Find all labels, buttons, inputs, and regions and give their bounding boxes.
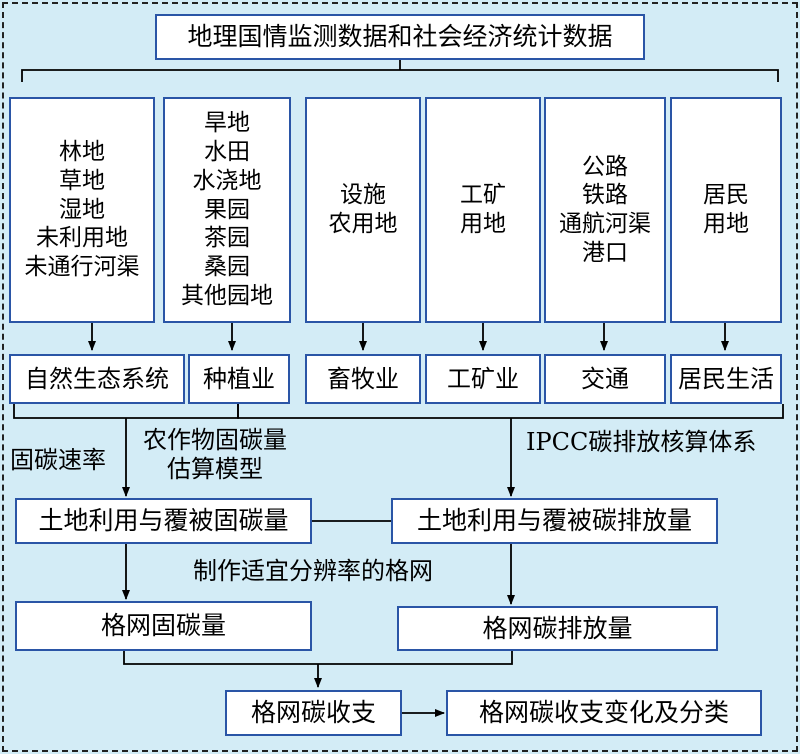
transport-land-box: 公路 铁路 通航河渠 港口 (544, 97, 666, 323)
transport-line: 铁路 (582, 182, 628, 209)
grid-budget-box: 格网碳收支 (225, 690, 402, 736)
land-sequestration-box: 土地利用与覆被固碳量 (15, 498, 312, 544)
crop-line: 果园 (204, 196, 250, 223)
forest-line: 未通行河渠 (24, 254, 140, 281)
top-brace (21, 60, 779, 82)
crop-model-line: 农作物固碳量 (143, 426, 287, 454)
forest-line: 草地 (59, 167, 105, 194)
bottom-brace (123, 651, 513, 665)
grid-emission-box: 格网碳排放量 (397, 606, 718, 651)
label-grid-resolution: 制作适宜分辨率的格网 (193, 557, 433, 585)
left-brace (13, 404, 239, 419)
residential-land-box: 居民 用地 (670, 97, 782, 323)
transport-line: 公路 (582, 153, 628, 180)
mining-line: 工矿 (460, 182, 506, 209)
facility-line: 农用地 (328, 211, 398, 237)
sector-residential: 居民生活 (670, 354, 782, 404)
mining-land-box: 工矿 用地 (425, 97, 541, 323)
sector-industry: 工矿业 (425, 354, 541, 404)
crop-line: 其他园地 (181, 282, 273, 309)
sector-transport: 交通 (544, 354, 666, 404)
crop-land-box: 旱地 水田 水浇地 果园 茶园 桑园 其他园地 (163, 97, 291, 323)
forest-line: 未利用地 (36, 225, 128, 252)
transport-line: 港口 (582, 239, 628, 266)
crop-line: 水田 (204, 139, 250, 166)
crop-line: 茶园 (204, 225, 250, 252)
residential-line: 居民 (703, 182, 749, 209)
forest-land-box: 林地 草地 湿地 未利用地 未通行河渠 (9, 97, 155, 323)
data-source-box: 地理国情监测数据和社会经济统计数据 (155, 14, 645, 60)
grid-sequestration-box: 格网固碳量 (15, 601, 312, 651)
transport-line: 通航河渠 (559, 211, 651, 237)
crop-line: 水浇地 (192, 167, 262, 194)
right-brace (237, 404, 784, 419)
mining-line: 用地 (460, 211, 506, 237)
sector-planting: 种植业 (188, 354, 290, 404)
label-crop-model: 农作物固碳量 估算模型 (143, 426, 287, 484)
land-emission-box: 土地利用与覆被碳排放量 (391, 498, 718, 544)
forest-line: 湿地 (59, 196, 105, 223)
crop-line: 旱地 (204, 110, 250, 137)
crop-model-line: 估算模型 (167, 454, 263, 483)
forest-line: 林地 (59, 139, 105, 166)
budget-change-box: 格网碳收支变化及分类 (446, 690, 762, 736)
residential-line: 用地 (703, 211, 749, 237)
facility-land-box: 设施 农用地 (305, 97, 421, 323)
label-ipcc: IPCC碳排放核算体系 (526, 428, 757, 456)
sector-livestock: 畜牧业 (305, 354, 421, 404)
facility-line: 设施 (340, 182, 386, 209)
label-sequestration-rate: 固碳速率 (10, 446, 106, 474)
sector-natural-ecosystem: 自然生态系统 (9, 354, 185, 404)
crop-line: 桑园 (204, 254, 250, 281)
